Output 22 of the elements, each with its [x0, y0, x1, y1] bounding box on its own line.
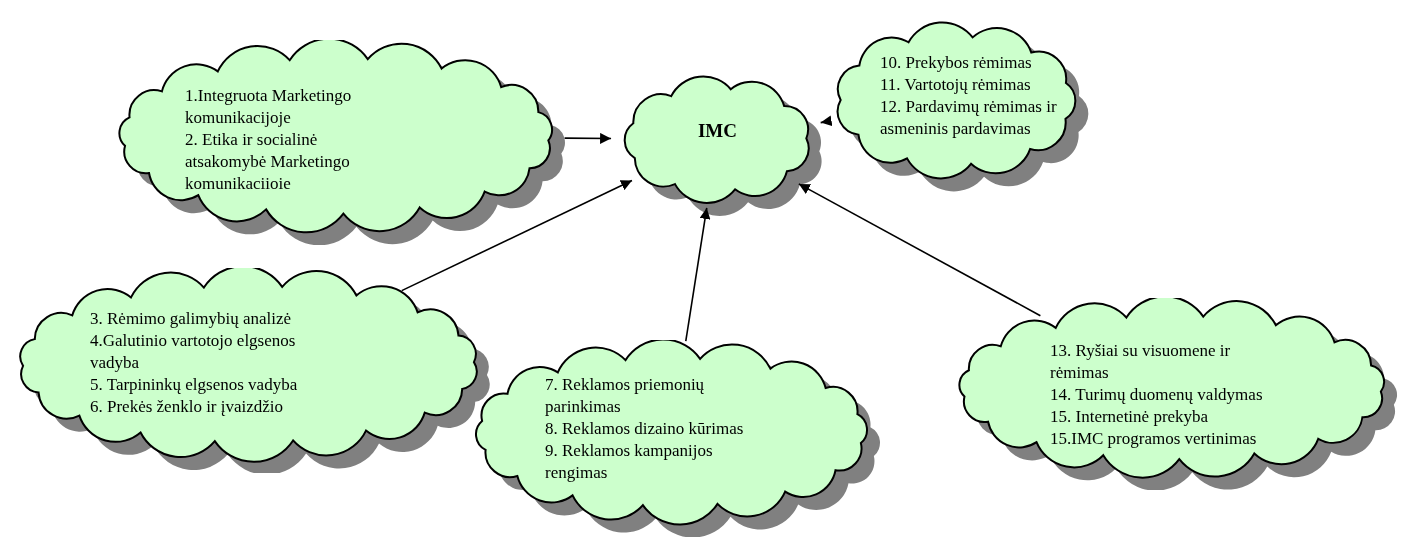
list-item: 10. Prekybos rėmimas: [880, 52, 1033, 74]
list-item: 15.IMC programos vertinimas: [1050, 428, 1258, 450]
list-item: 3. Rėmimo galimybių analizė: [90, 308, 293, 330]
list-item: 1.Integruota Marketingo komunikacijoje: [185, 85, 353, 129]
list-item: 15. Internetinė prekyba: [1050, 406, 1210, 428]
center-label: IMC: [696, 120, 739, 142]
arrow: [685, 207, 711, 342]
list-item: 9. Reklamos kampanijos rengimas: [545, 440, 714, 484]
list-item: 8. Reklamos dizaino kūrimas: [545, 418, 745, 440]
arrow: [400, 179, 633, 292]
list-item: 12. Pardavimų rėmimas ir asmeninis pardavimas: [880, 96, 1058, 140]
list-item: 5. Tarpininkų elgsenos vadyba: [90, 374, 299, 396]
arrow: [798, 183, 1042, 317]
arrow: [563, 132, 612, 144]
list-item: 4.Galutinio vartotojo elgsenos vadyba: [90, 330, 297, 374]
list-item: 2. Etika ir socialinė atsakomybė Marketingo komunikaciioie: [185, 129, 351, 195]
list-item: 13. Ryšiai su visuomene ir rėmimas: [1050, 340, 1232, 384]
list-item: 11. Vartotojų rėmimas: [880, 74, 1032, 96]
list-item: 6. Prekės ženklo ir įvaizdžio: [90, 396, 285, 418]
list-item: 14. Turimų duomenų valdymas: [1050, 384, 1264, 406]
arrow: [819, 115, 833, 127]
list-item: 7. Reklamos priemonių parinkimas: [545, 374, 706, 418]
